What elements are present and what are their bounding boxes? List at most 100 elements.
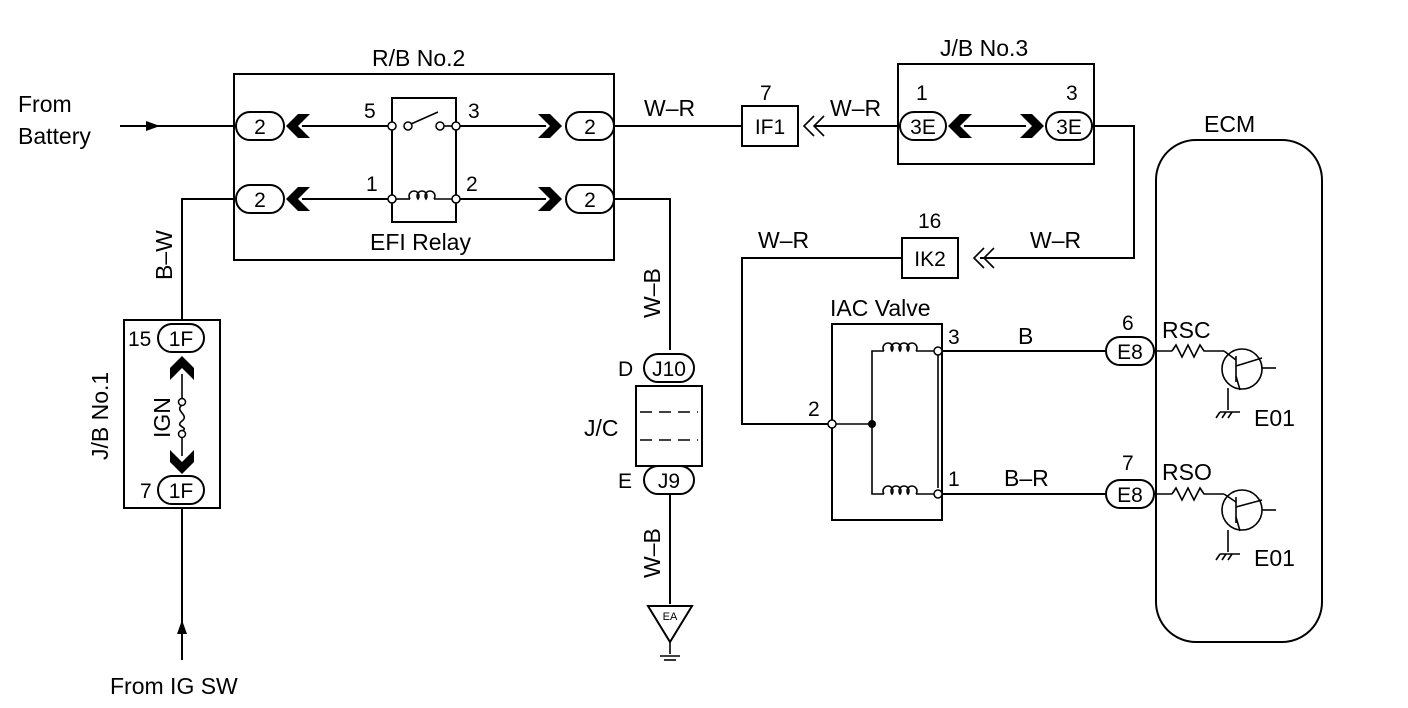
jb1-pin-7: 7 bbox=[140, 480, 152, 503]
jb1-chevron-bottom bbox=[170, 450, 194, 474]
rsc-resistor-icon bbox=[1171, 343, 1224, 359]
rb-connector-left-top bbox=[235, 111, 285, 141]
jb1-fuse-label: IGN bbox=[149, 397, 175, 438]
jb1-connector-top bbox=[157, 323, 205, 353]
ecm-title: ECM bbox=[1204, 111, 1255, 137]
jb1-fuse-term-bottom bbox=[177, 429, 187, 439]
jb-no3-box bbox=[897, 63, 1095, 165]
wire-bw bbox=[181, 198, 234, 320]
rsc-gnd-hatch-1 bbox=[1215, 411, 1221, 419]
iac-coil-lower-icon bbox=[882, 485, 918, 496]
rb-connector-left-bottom bbox=[235, 184, 285, 214]
jb3-chevron-right bbox=[1020, 114, 1044, 138]
jb3-connector-right bbox=[1045, 111, 1093, 141]
iac-wire-lower bbox=[871, 424, 884, 495]
ik2-chevron-b bbox=[982, 247, 995, 269]
jc-box bbox=[635, 385, 703, 467]
jc-label: J/C bbox=[584, 415, 619, 441]
iac-coil-upper-icon bbox=[882, 342, 918, 353]
jb-no1-title: J/B No.1 bbox=[87, 372, 113, 460]
iac-valve-box bbox=[831, 323, 943, 521]
wire-wr-3: W–R bbox=[1030, 227, 1081, 253]
jb1-connector-bottom-label: 1F bbox=[169, 480, 194, 503]
jb1-connector-top-label: 1F bbox=[169, 328, 194, 351]
rb-no2-box bbox=[233, 73, 615, 261]
if1-pin: 7 bbox=[760, 82, 772, 105]
rb-connector-right-top-label: 2 bbox=[584, 116, 596, 139]
rsc-transistor-in bbox=[1223, 350, 1237, 361]
iac-terminal-3 bbox=[933, 346, 943, 356]
relay-pin-5: 5 bbox=[364, 100, 376, 123]
if1-connector bbox=[741, 105, 799, 147]
ground-ea-icon bbox=[646, 605, 694, 644]
jc-pin-d: D bbox=[618, 358, 633, 381]
ecm-rso-label: RSO bbox=[1162, 459, 1212, 485]
wire-wb-top-label: W–B bbox=[639, 268, 665, 318]
rsc-gnd-hatch-3 bbox=[1227, 411, 1233, 419]
ground-ea-label: EA bbox=[663, 611, 678, 623]
ik2-pin: 16 bbox=[918, 210, 941, 233]
jb-no3-title: J/B No.3 bbox=[940, 35, 1028, 61]
ecm-rso-gnd: E01 bbox=[1254, 545, 1295, 571]
fuse-icon bbox=[178, 404, 186, 432]
jc-connector-j10 bbox=[643, 353, 695, 383]
relay-pin-2: 2 bbox=[466, 173, 478, 196]
jb3-pin-right: 3 bbox=[1066, 82, 1078, 105]
from-ig-sw-label: From IG SW bbox=[110, 673, 238, 699]
jb1-pin-15: 15 bbox=[128, 328, 151, 351]
jb1-chevron-top bbox=[170, 356, 194, 380]
relay-contact-3 bbox=[451, 121, 461, 131]
wire-b-label: B bbox=[1018, 323, 1033, 349]
rb-connector-right-bottom-label: 2 bbox=[584, 189, 596, 212]
jb3-connector-left bbox=[899, 111, 947, 141]
jc-connector-j10-label: J10 bbox=[652, 358, 686, 381]
ecm-rso-pin: 7 bbox=[1122, 452, 1134, 475]
rso-transistor-emitter bbox=[1235, 516, 1241, 532]
wire-br-label: B–R bbox=[1004, 465, 1049, 491]
efi-relay-label: EFI Relay bbox=[370, 229, 471, 255]
jb3-pin-left: 1 bbox=[916, 82, 928, 105]
from-battery-label: From bbox=[18, 91, 72, 117]
battery-arrow bbox=[146, 121, 160, 131]
relay-coil-pin-1 bbox=[387, 194, 397, 204]
relay-contact-5b bbox=[403, 121, 413, 131]
rb-chevron-right-top bbox=[538, 114, 562, 138]
rb-chevron-left-bottom bbox=[286, 187, 310, 211]
rso-transistor-in bbox=[1223, 493, 1237, 503]
rb-connector-left-top-label: 2 bbox=[254, 116, 266, 139]
relay-contact-5 bbox=[387, 121, 397, 131]
rb-no2-title: R/B No.2 bbox=[372, 45, 465, 71]
relay-pin-3: 3 bbox=[468, 100, 480, 123]
ik2-chevron-a bbox=[972, 247, 985, 269]
jc-connector-j9-label: J9 bbox=[658, 470, 680, 493]
iac-pin-1: 1 bbox=[948, 468, 960, 491]
ecm-rsc-gnd: E01 bbox=[1254, 405, 1295, 431]
jb1-fuse-term-top bbox=[177, 397, 187, 407]
rso-gnd-hatch-3 bbox=[1227, 553, 1233, 561]
rsc-transistor-icon bbox=[1221, 348, 1263, 390]
wire-wb-bottom-label: W–B bbox=[639, 528, 665, 578]
ecm-box bbox=[1155, 139, 1323, 643]
wire-ik2-to-iac bbox=[741, 257, 902, 425]
ig-sw-arrow bbox=[177, 620, 187, 634]
relay-coil-icon bbox=[408, 190, 436, 201]
ik2-label: IK2 bbox=[914, 248, 946, 271]
ecm-rsc-connector-label: E8 bbox=[1117, 341, 1143, 364]
relay-contact-3a bbox=[435, 121, 445, 131]
jb1-connector-bottom bbox=[157, 475, 205, 505]
iac-terminal-2 bbox=[827, 419, 837, 429]
rb-chevron-left-top bbox=[286, 114, 310, 138]
ecm-rsc-pin: 6 bbox=[1122, 312, 1134, 335]
iac-pin-2: 2 bbox=[808, 398, 820, 421]
if1-chevron-a bbox=[802, 115, 815, 137]
wire-wr-4: W–R bbox=[758, 227, 809, 253]
iac-terminal-1 bbox=[933, 489, 943, 499]
from-battery-label-2: Battery bbox=[18, 123, 91, 149]
wire-bw-label: B–W bbox=[151, 230, 177, 280]
iac-valve-title: IAC Valve bbox=[830, 295, 931, 321]
relay-coil-pin-2 bbox=[451, 194, 461, 204]
rso-gnd-hatch-1 bbox=[1215, 553, 1221, 561]
rso-resistor-icon bbox=[1171, 486, 1224, 502]
if1-label: IF1 bbox=[755, 116, 785, 139]
